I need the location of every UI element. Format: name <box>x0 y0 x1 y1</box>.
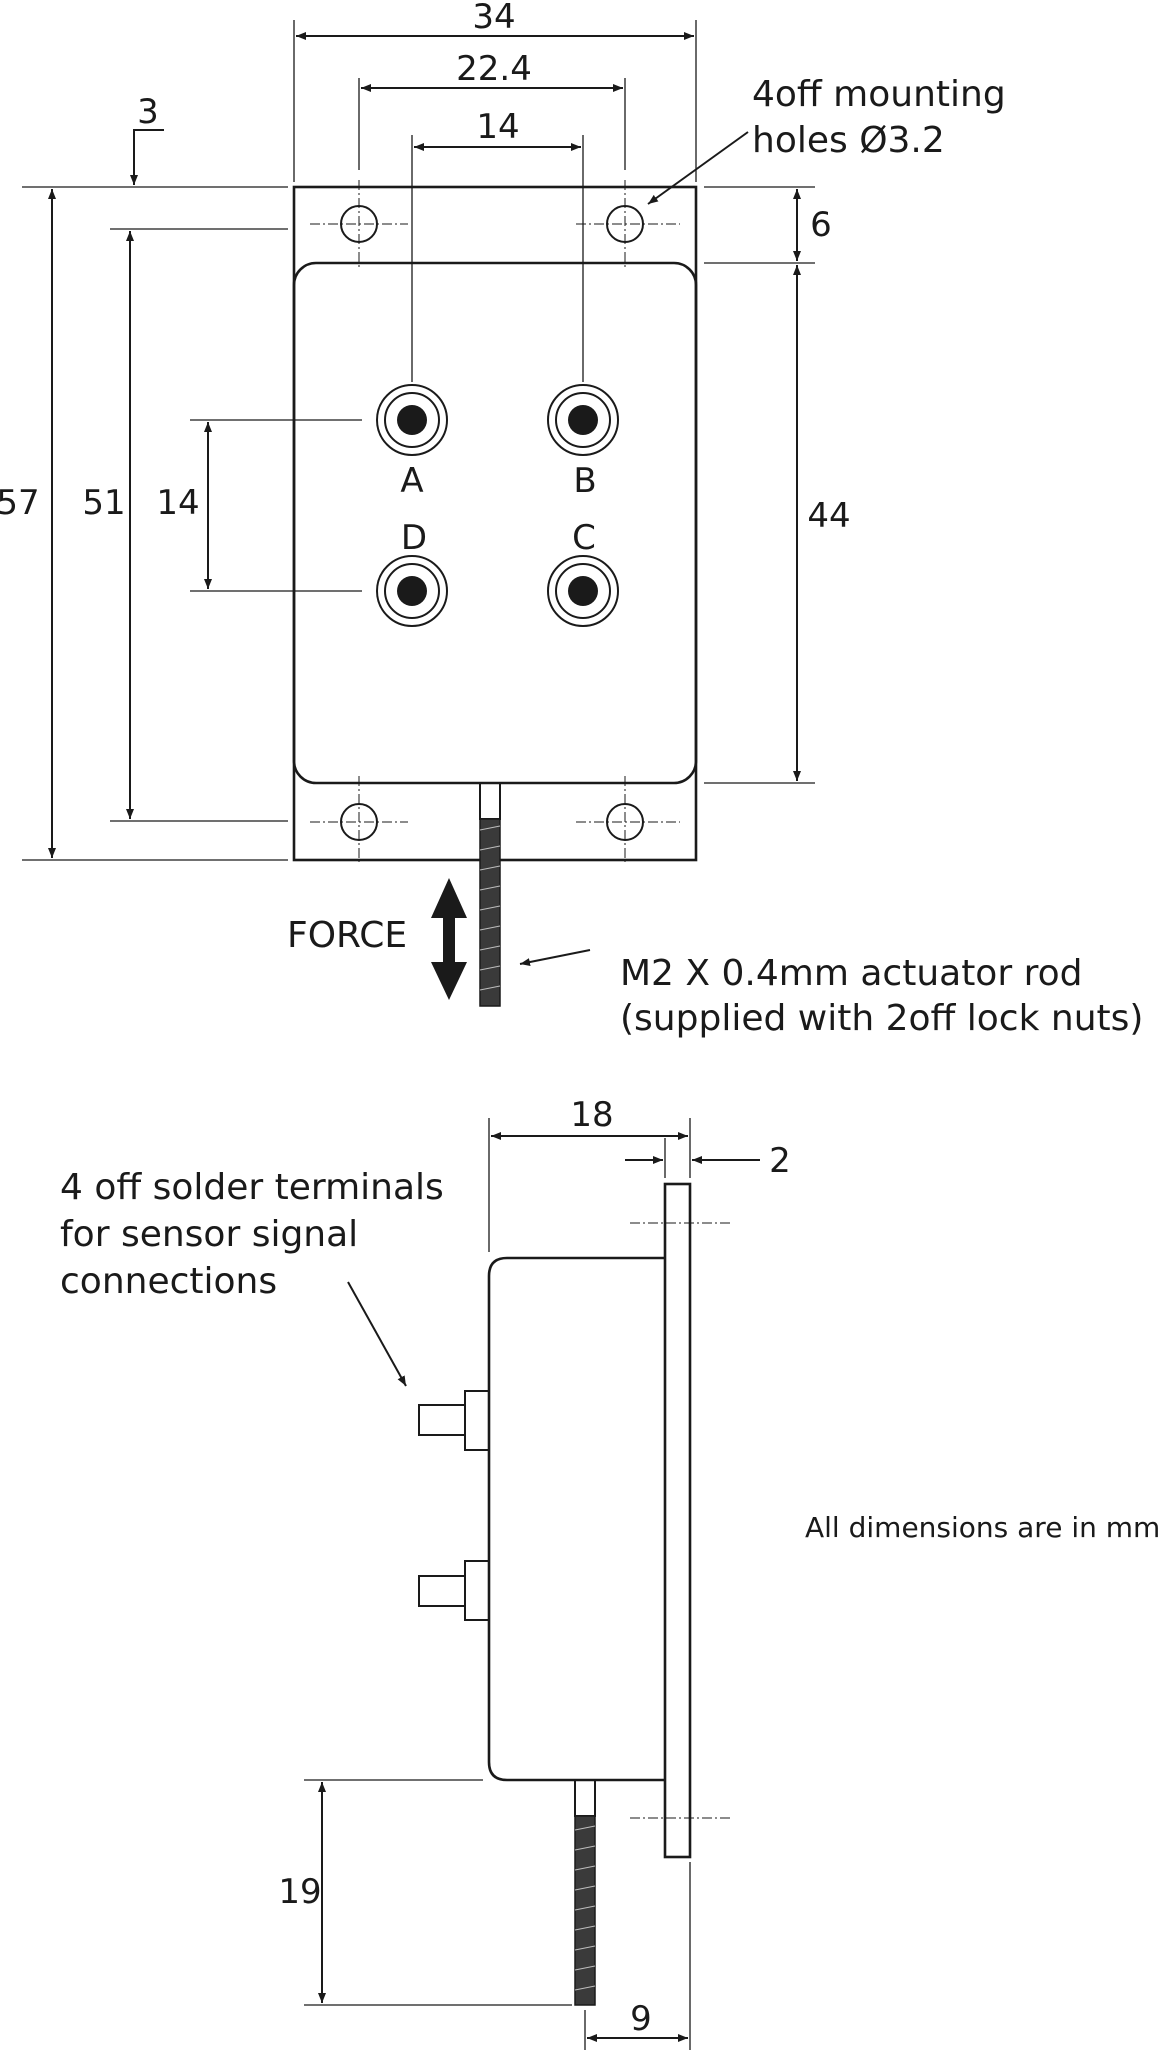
terminal-c <box>547 555 619 627</box>
dim-plate: 2 <box>769 1141 791 1181</box>
terminal-a <box>376 384 448 456</box>
dimension-lines-front <box>22 20 815 861</box>
dim-terminal-spacing-y: 14 <box>156 483 199 523</box>
solder-terminal-lower <box>418 1560 490 1621</box>
front-body-outline <box>292 261 698 785</box>
rod-leader <box>519 949 591 966</box>
terminal-note-line1: 4 off solder terminals <box>60 1167 444 1208</box>
units-note: All dimensions are in mm <box>805 1511 1160 1544</box>
front-plate-outline <box>292 185 698 862</box>
dim-rod-length: 19 <box>278 1872 321 1912</box>
dim-depth: 18 <box>570 1095 613 1135</box>
mounting-note-line2: holes Ø3.2 <box>752 120 945 161</box>
side-plate-outline <box>663 1182 692 1859</box>
force-arrow <box>431 878 467 1000</box>
terminal-d <box>376 555 448 627</box>
side-body-outline <box>487 1256 665 1782</box>
dim-rod-offset: 9 <box>630 1999 652 2039</box>
dim-body-height: 44 <box>807 496 850 536</box>
terminal-label-c: C <box>572 518 596 558</box>
terminal-group <box>376 384 619 627</box>
dim-terminal-spacing-x: 14 <box>476 107 519 147</box>
rod-note-line2: (supplied with 2off lock nuts) <box>620 998 1143 1039</box>
solder-terminal-upper <box>418 1390 490 1451</box>
dimension-lines-side <box>304 1118 760 2050</box>
terminal-label-d: D <box>401 518 427 558</box>
side-view: 18 2 19 9 4 off solder terminals for sen… <box>60 1095 1160 2050</box>
terminal-note-line2: for sensor signal <box>60 1214 358 1255</box>
dim-inner-height: 51 <box>82 483 125 523</box>
terminal-b <box>547 384 619 456</box>
actuator-rod-front <box>479 782 501 1007</box>
dim-top-offset: 3 <box>137 92 159 132</box>
front-view: A B D C FORCE M2 X 0.4mm actuator rod ( <box>0 0 1143 1039</box>
actuator-rod-side <box>574 1779 596 2006</box>
dim-flange: 6 <box>810 205 832 245</box>
terminal-note-line3: connections <box>60 1261 277 1302</box>
mounting-note-line1: 4off mounting <box>752 74 1006 115</box>
rod-note-line1: M2 X 0.4mm actuator rod <box>620 953 1082 994</box>
terminal-label-b: B <box>573 461 596 501</box>
mounting-holes <box>310 180 680 862</box>
terminal-label-a: A <box>400 461 423 501</box>
dim-hole-spacing: 22.4 <box>456 49 532 89</box>
dim-overall-width: 34 <box>472 0 515 37</box>
force-label: FORCE <box>287 915 407 956</box>
dim-overall-height: 57 <box>0 483 40 523</box>
